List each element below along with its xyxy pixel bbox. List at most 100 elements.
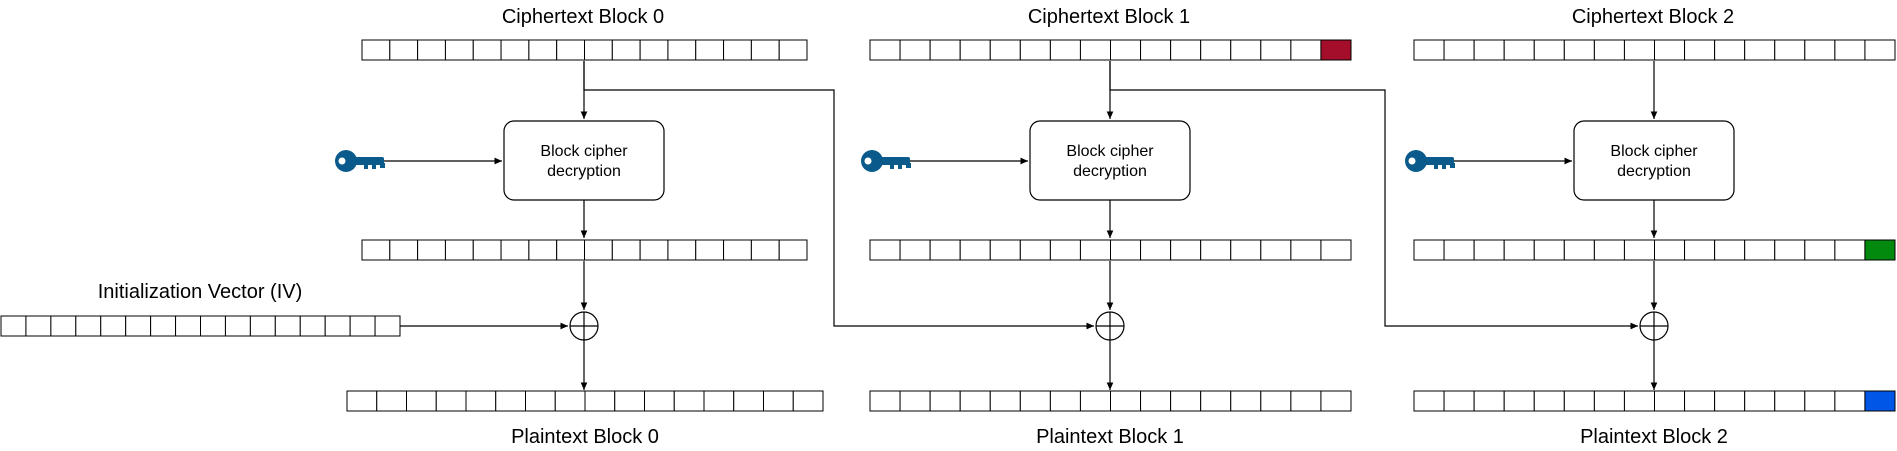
byte-cell bbox=[1140, 239, 1172, 261]
byte-cell bbox=[869, 390, 901, 412]
byte-cell bbox=[1200, 239, 1232, 261]
byte-cell bbox=[249, 315, 276, 337]
ciphertext-block-2-title: Ciphertext Block 2 bbox=[1572, 6, 1734, 28]
byte-cell bbox=[361, 39, 391, 61]
byte-cell bbox=[1533, 239, 1565, 261]
byte-cell bbox=[472, 39, 502, 61]
byte-cell bbox=[175, 315, 201, 337]
xor-circle-icon bbox=[1095, 311, 1125, 341]
key-icon bbox=[335, 150, 385, 172]
byte-cell bbox=[444, 239, 474, 261]
ciphertext-block-1 bbox=[869, 39, 1352, 61]
byte-cell bbox=[929, 39, 961, 61]
byte-cell bbox=[1774, 390, 1806, 412]
byte-cell bbox=[528, 39, 558, 61]
byte-cell bbox=[1774, 39, 1806, 61]
byte-cell bbox=[274, 315, 301, 337]
byte-cell bbox=[733, 390, 764, 412]
byte-cell bbox=[1503, 239, 1535, 261]
key-icon bbox=[861, 150, 911, 172]
byte-cell bbox=[374, 315, 401, 337]
byte-cell bbox=[1019, 390, 1051, 412]
iv-title: Initialization Vector (IV) bbox=[98, 281, 303, 303]
byte-cell bbox=[1684, 239, 1716, 261]
byte-cell bbox=[778, 239, 808, 261]
ciphertext-block-2 bbox=[1413, 39, 1896, 61]
byte-cell bbox=[929, 390, 961, 412]
byte-cell bbox=[200, 315, 226, 337]
byte-cell bbox=[899, 239, 931, 261]
byte-cell bbox=[525, 390, 556, 412]
byte-cell bbox=[667, 239, 697, 261]
byte-cell bbox=[899, 39, 931, 61]
byte-cell bbox=[763, 390, 794, 412]
byte-cell bbox=[1230, 239, 1262, 261]
wires bbox=[384, 61, 1658, 390]
intermediate-block-1 bbox=[869, 239, 1352, 261]
cipher-box-0-line2: decryption bbox=[547, 163, 621, 180]
byte-cell bbox=[1834, 239, 1866, 261]
cipher-box-1-line2: decryption bbox=[1073, 163, 1147, 180]
byte-cell bbox=[1654, 390, 1686, 412]
byte-cell bbox=[1684, 390, 1716, 412]
byte-cell bbox=[929, 239, 961, 261]
byte-cell bbox=[500, 39, 530, 61]
byte-cell bbox=[1260, 390, 1292, 412]
byte-cell bbox=[1804, 39, 1836, 61]
byte-cell bbox=[346, 390, 378, 412]
byte-cell bbox=[465, 390, 497, 412]
byte-cell bbox=[1230, 390, 1262, 412]
plaintext-block-0-title: Plaintext Block 0 bbox=[511, 426, 659, 448]
byte-cell bbox=[1864, 390, 1896, 412]
block-cipher-decryption-2: Block cipher decryption bbox=[1573, 120, 1735, 201]
iv-block bbox=[0, 315, 401, 337]
byte-cell bbox=[1744, 39, 1776, 61]
byte-cell bbox=[1714, 390, 1746, 412]
plaintext-block-0 bbox=[346, 390, 824, 412]
byte-cell bbox=[389, 39, 419, 61]
byte-cell bbox=[750, 239, 780, 261]
byte-cell bbox=[75, 315, 102, 337]
byte-cell bbox=[1413, 390, 1445, 412]
byte-cell bbox=[611, 239, 641, 261]
byte-cell bbox=[1443, 239, 1475, 261]
byte-cell bbox=[472, 239, 502, 261]
byte-cell bbox=[703, 390, 735, 412]
byte-cell bbox=[1290, 39, 1322, 61]
byte-cell bbox=[639, 39, 669, 61]
byte-cell bbox=[1714, 239, 1746, 261]
byte-cell bbox=[1443, 39, 1475, 61]
block-cipher-decryption-1: Block cipher decryption bbox=[1029, 120, 1191, 201]
byte-cell bbox=[899, 390, 931, 412]
key-icon bbox=[1405, 150, 1455, 172]
byte-cell bbox=[959, 39, 991, 61]
byte-cell bbox=[1654, 239, 1686, 261]
byte-cell bbox=[1714, 39, 1746, 61]
byte-cell bbox=[495, 390, 526, 412]
byte-cell bbox=[869, 39, 901, 61]
plaintext-block-1-title: Plaintext Block 1 bbox=[1036, 426, 1184, 448]
byte-cell bbox=[695, 239, 725, 261]
cipher-box-0-line1: Block cipher bbox=[540, 143, 628, 160]
byte-cell bbox=[1170, 239, 1202, 261]
byte-cell bbox=[1260, 39, 1292, 61]
byte-cell bbox=[1110, 390, 1142, 412]
byte-cell bbox=[389, 239, 419, 261]
byte-cell bbox=[1623, 39, 1655, 61]
byte-cell bbox=[1473, 39, 1505, 61]
byte-cell bbox=[750, 39, 780, 61]
byte-cell bbox=[1413, 239, 1445, 261]
byte-cell bbox=[324, 315, 351, 337]
byte-cell bbox=[639, 239, 669, 261]
byte-cell bbox=[584, 39, 613, 61]
byte-cell bbox=[695, 39, 725, 61]
byte-cell bbox=[959, 239, 991, 261]
byte-cell bbox=[1200, 390, 1232, 412]
byte-cell bbox=[1834, 39, 1866, 61]
byte-cell bbox=[528, 239, 558, 261]
byte-cell bbox=[1744, 239, 1776, 261]
byte-cell bbox=[1593, 239, 1625, 261]
byte-cell bbox=[1049, 239, 1081, 261]
byte-cell bbox=[417, 239, 446, 261]
